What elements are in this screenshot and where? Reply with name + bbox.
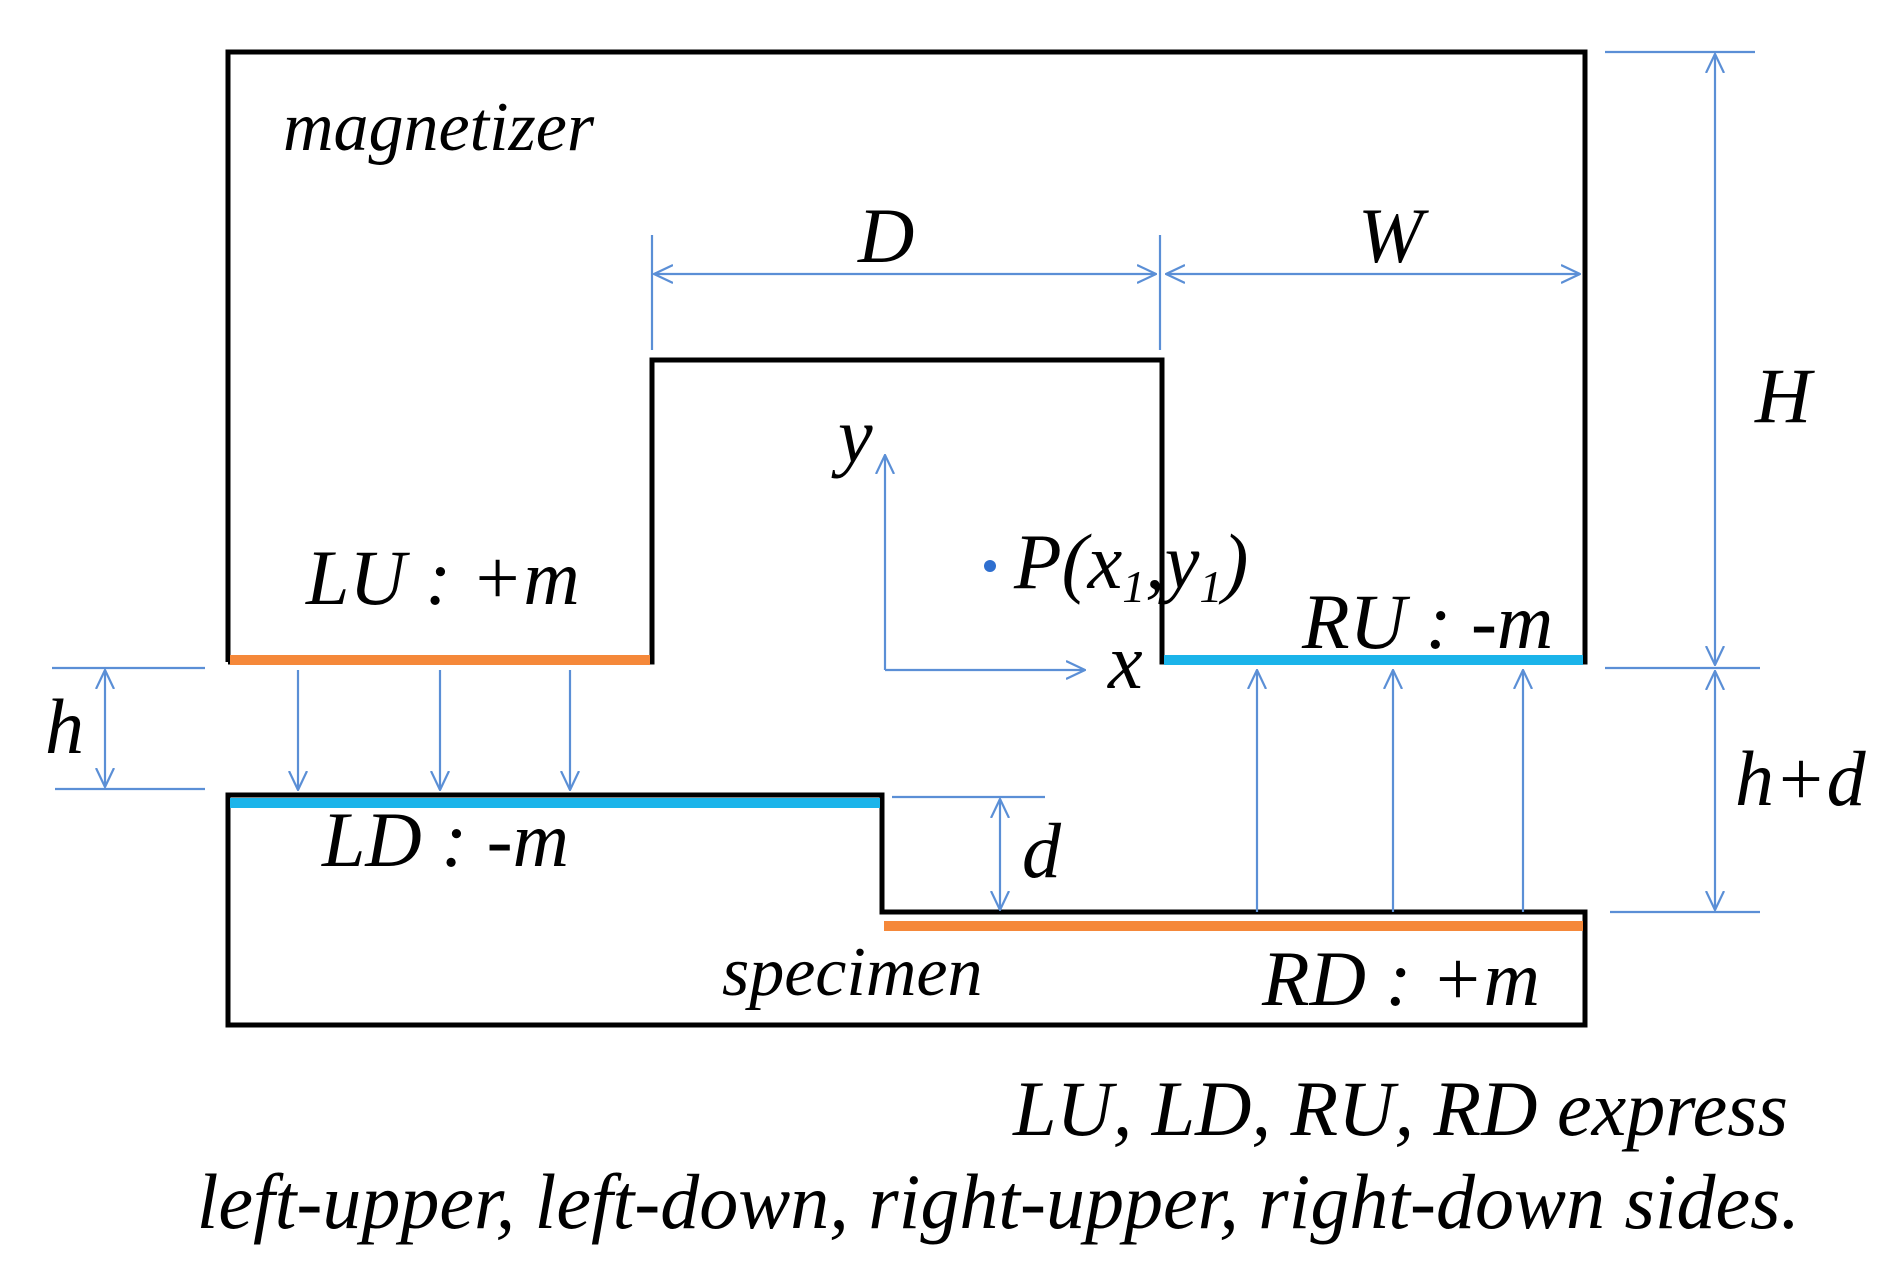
point-p-comma: ,y xyxy=(1145,518,1200,605)
point-p-sub2: 1 xyxy=(1199,561,1222,612)
rd-label: RD : +m xyxy=(1261,935,1540,1022)
point-p-text: P(x xyxy=(1013,518,1123,605)
point-p-label: P(x1,y1) xyxy=(1013,518,1248,612)
x-axis-label: x xyxy=(1107,618,1143,705)
ru-label: RU : -m xyxy=(1301,578,1553,665)
specimen-outline xyxy=(225,792,1588,1028)
point-p-sub1: 1 xyxy=(1122,561,1145,612)
point-p-close: ) xyxy=(1218,518,1248,605)
point-p-marker xyxy=(984,560,996,572)
dimension-label-d: d xyxy=(1022,807,1062,894)
dimension-label-D: D xyxy=(857,192,914,279)
caption-line-1: LU, LD, RU, RD express xyxy=(1012,1065,1788,1152)
ld-label: LD : -m xyxy=(321,796,569,883)
lu-label: LU : +m xyxy=(305,534,580,621)
magnetizer-label: magnetizer xyxy=(283,89,595,166)
dimension-label-W: W xyxy=(1358,192,1429,279)
dimension-label-h: h xyxy=(45,683,84,770)
dimension-label-H: H xyxy=(1754,352,1815,439)
magnetizer-outline xyxy=(225,49,1588,665)
y-axis-label: y xyxy=(831,392,873,479)
specimen-label: specimen xyxy=(722,934,982,1011)
dimension-label-h-plus-d: h+d xyxy=(1735,735,1867,822)
caption-line-2: left-upper, left-down, right-upper, righ… xyxy=(197,1158,1800,1245)
